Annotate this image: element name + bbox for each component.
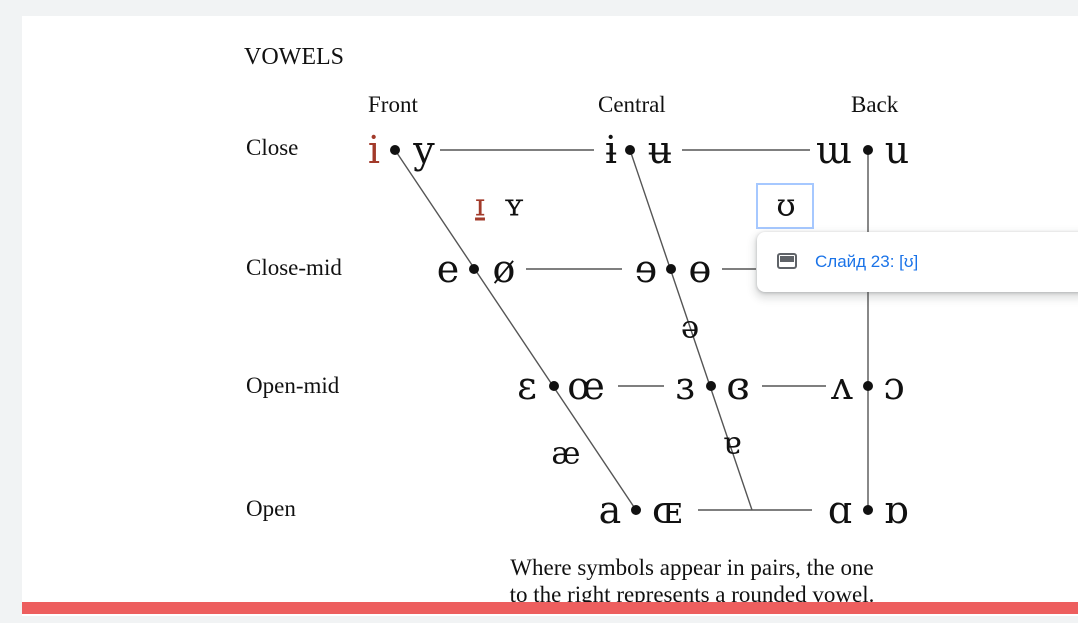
link-tooltip[interactable]: Слайд 23: [ʊ] — [757, 232, 1078, 292]
vowel-open-mid-back-unrounded: ʌ — [831, 364, 853, 408]
vowel-open-mid-front-unrounded: ɛ — [517, 364, 537, 408]
vowel-close-mid-front-unrounded: e — [436, 247, 460, 291]
vowel-close-front-unrounded: i — [367, 128, 381, 172]
pair-dot — [706, 381, 716, 391]
pair-dot — [549, 381, 559, 391]
column-label-back: Back — [851, 92, 899, 117]
vowel-near-open-front-unrounded: æ — [551, 435, 581, 472]
slide-bottom-bar — [22, 602, 1078, 614]
pair-dot — [625, 145, 635, 155]
vowel-chart-lines — [394, 149, 869, 511]
vowel-open-mid-central-rounded: ɞ — [726, 364, 750, 408]
pair-dot — [863, 505, 873, 515]
vowel-near-close-back-rounded[interactable]: ʊ — [776, 187, 796, 224]
row-label-open: Open — [246, 496, 296, 521]
vowel-close-mid-central-rounded: ɵ — [688, 247, 712, 291]
vowel-close-central-unrounded: ɨ — [604, 128, 618, 172]
vowel-close-mid-central-unrounded: ɘ — [634, 247, 658, 291]
slide-icon — [777, 253, 797, 269]
chart-footnote: Where symbols appear in pairs, the one t… — [462, 554, 922, 608]
pair-dot — [863, 381, 873, 391]
row-label-close: Close — [246, 135, 299, 160]
front-edge-line — [394, 149, 637, 511]
footnote-line-1: Where symbols appear in pairs, the one — [510, 555, 874, 580]
vowel-close-back-rounded: u — [884, 128, 910, 172]
column-label-front: Front — [368, 92, 418, 117]
pair-dot — [666, 264, 676, 274]
vowel-open-back-rounded: ɒ — [883, 488, 909, 532]
row-label-open-mid: Open-mid — [246, 373, 340, 398]
vowel-close-central-rounded: ʉ — [647, 128, 673, 172]
vowel-close-back-unrounded: ɯ — [815, 128, 853, 172]
column-label-central: Central — [598, 92, 666, 117]
vowel-mid-central: ə — [680, 309, 700, 346]
vowel-open-mid-back-rounded: ɔ — [883, 364, 905, 408]
symbol-selection-box[interactable] — [756, 183, 814, 229]
central-edge-line — [629, 149, 753, 511]
vowel-near-close-front-unrounded: ɪ — [475, 187, 485, 224]
vowel-open-mid-front-rounded: œ — [567, 364, 605, 408]
pair-dot — [863, 145, 873, 155]
vowel-close-mid-front-rounded: ø — [492, 247, 516, 291]
vowel-open-front-unrounded: a — [598, 488, 622, 532]
vowel-open-back-unrounded: ɑ — [827, 488, 853, 532]
slide-canvas[interactable]: VOWELS Front Central Back Close Close-mi… — [22, 16, 1078, 616]
pair-dot — [390, 145, 400, 155]
tooltip-link[interactable]: Слайд 23: [ʊ] — [815, 252, 919, 271]
vowel-open-mid-central-unrounded: ɜ — [675, 364, 695, 408]
vowel-near-open-central: ɐ — [722, 425, 742, 462]
row-label-close-mid: Close-mid — [246, 255, 342, 280]
vowel-near-close-front-rounded: ʏ — [503, 187, 525, 224]
pair-dot — [469, 264, 479, 274]
vowel-open-front-rounded: ɶ — [651, 488, 683, 532]
pair-dot — [631, 505, 641, 515]
chart-heading: VOWELS — [244, 44, 344, 70]
vowel-close-front-rounded: y — [413, 128, 435, 172]
